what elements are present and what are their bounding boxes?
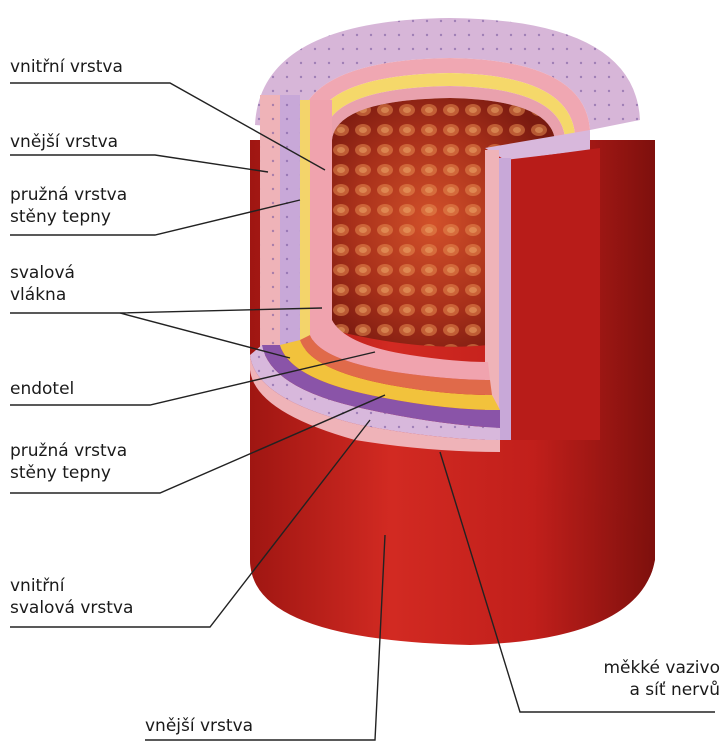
label-vnitrni-svalova-vrstva: vnitřní svalová vrstva xyxy=(10,575,133,619)
label-svalova-vlakna: svalová vlákna xyxy=(10,262,75,306)
label-vnitrni-vrstva: vnitřní vrstva xyxy=(10,56,123,78)
cutaway-wall-left xyxy=(260,95,332,355)
label-endotel: endotel xyxy=(10,378,74,400)
label-vnejsi-vrstva-top: vnější vrstva xyxy=(10,131,118,153)
label-pruzna-top-line2: stěny tepny xyxy=(10,206,127,228)
label-vnitrni-svalova-line2: svalová vrstva xyxy=(10,597,133,619)
label-vnejsi-vrstva-bottom: vnější vrstva xyxy=(145,715,253,737)
label-pruzna-bottom-line2: stěny tepny xyxy=(10,462,127,484)
leader-vnejsi-vrstva-top xyxy=(10,155,268,172)
label-svalova-line2: vlákna xyxy=(10,284,75,306)
cutaway-wall-right xyxy=(485,130,600,440)
label-pruzna-bottom-line1: pružná vrstva xyxy=(10,440,127,462)
label-mekke-line2: a síť nervů xyxy=(603,679,720,701)
label-vnitrni-svalova-line1: vnitřní xyxy=(10,575,133,597)
label-mekke-line1: měkké vazivo xyxy=(603,657,720,679)
label-pruzna-vrstva-bottom: pružná vrstva stěny tepny xyxy=(10,440,127,484)
label-pruzna-top-line1: pružná vrstva xyxy=(10,184,127,206)
label-svalova-line1: svalová xyxy=(10,262,75,284)
label-pruzna-vrstva-top: pružná vrstva stěny tepny xyxy=(10,184,127,228)
label-mekke-vazivo: měkké vazivo a síť nervů xyxy=(603,657,720,701)
